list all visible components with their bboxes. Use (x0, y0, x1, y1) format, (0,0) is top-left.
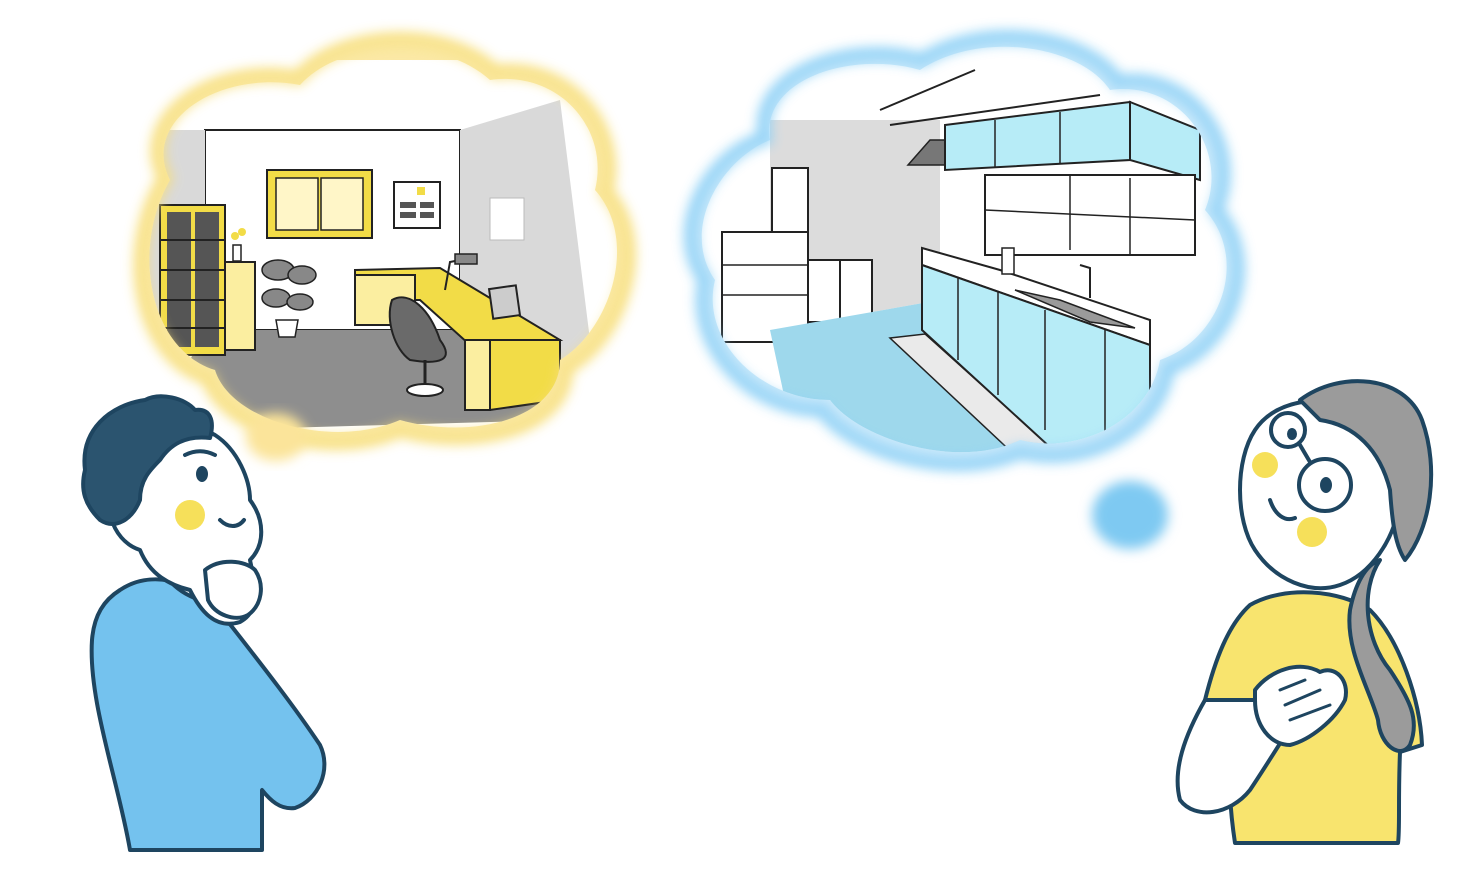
potted-plant (261, 259, 317, 338)
right-small-thought-bubble (1092, 481, 1168, 549)
man-shirt (89, 577, 327, 852)
right-thought-bubble (684, 30, 1245, 549)
man-figure (81, 394, 327, 852)
man-cheek (175, 500, 205, 530)
woman-cheek (1252, 452, 1278, 478)
woman-hands (1253, 664, 1348, 747)
left-thought-bubble (133, 32, 636, 461)
woman-glasses (1269, 411, 1307, 449)
bookshelf (159, 204, 226, 356)
monitor (487, 284, 522, 320)
man-hair (81, 394, 214, 526)
upper-cabinets (944, 100, 1201, 182)
refrigerator (721, 167, 809, 343)
left-small-thought-bubble (246, 413, 306, 461)
man-hand (203, 559, 263, 620)
office-chair (388, 296, 447, 397)
woman-figure (1175, 379, 1434, 845)
woman-hair (1298, 379, 1434, 562)
kitchen-sink (1014, 289, 1136, 329)
woman-ponytail (1347, 558, 1416, 753)
